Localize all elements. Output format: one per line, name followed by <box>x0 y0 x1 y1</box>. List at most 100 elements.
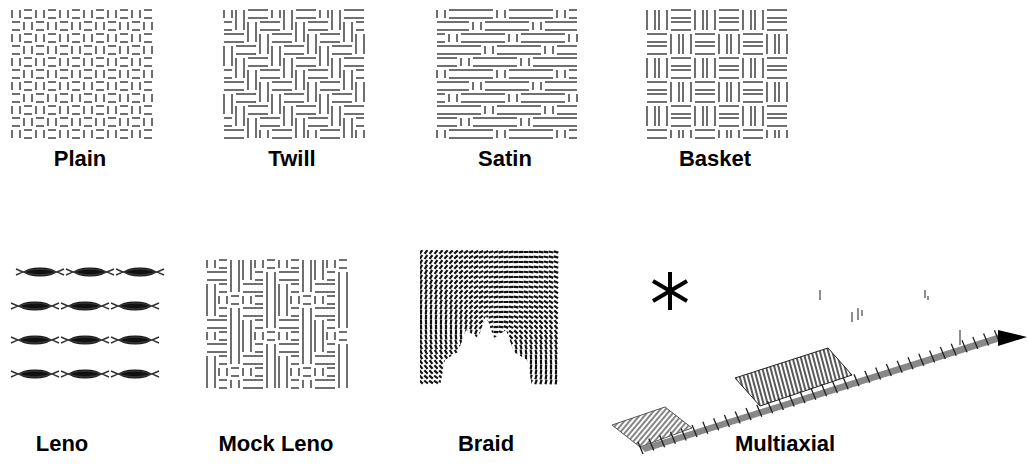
yarn-segment <box>214 366 215 378</box>
yarn-segment <box>767 113 777 114</box>
yarn-segment <box>702 116 703 126</box>
yarn-segment <box>695 53 705 54</box>
braid-yarn <box>499 256 504 257</box>
braid-yarn <box>525 340 527 344</box>
yarn-segment <box>495 125 507 126</box>
braid-yarn <box>545 350 546 355</box>
yarn-segment <box>282 89 292 90</box>
yarn-segment <box>681 113 691 114</box>
yarn-segment <box>238 354 239 364</box>
yarn-segment <box>777 29 787 30</box>
yarn-segment <box>315 379 325 380</box>
braid-yarn <box>520 340 522 344</box>
yarn-segment <box>767 57 777 58</box>
yarn-segment <box>330 33 340 34</box>
yarn-segment <box>303 80 304 90</box>
yarn-segment <box>83 34 84 42</box>
yarn-segment <box>531 77 543 78</box>
yarn-segment <box>483 125 495 126</box>
braid-yarn <box>545 330 548 334</box>
yarn-segment <box>682 130 683 138</box>
yarn-segment <box>339 259 347 260</box>
braid-yarn <box>430 355 433 359</box>
braid-yarn <box>530 355 533 360</box>
yarn-segment <box>243 363 253 364</box>
braid-yarn <box>425 355 428 359</box>
yarn-segment <box>459 69 471 70</box>
yarn-segment <box>320 137 330 138</box>
yarn-segment <box>91 58 92 66</box>
braid-yarn <box>455 340 456 345</box>
yarn-segment <box>319 104 320 114</box>
yarn-segment <box>279 319 289 320</box>
braid-yarn <box>554 281 558 283</box>
braid-yarn <box>504 271 509 274</box>
braid-yarn <box>509 251 514 254</box>
yarn-segment <box>224 81 234 82</box>
yarn-segment <box>447 21 459 22</box>
yarn-segment <box>72 129 80 130</box>
yarn-segment <box>447 117 457 118</box>
yarn-segment <box>531 105 541 106</box>
yarn-segment <box>238 330 239 342</box>
yarn-segment <box>258 17 268 18</box>
yarn-segment <box>543 65 555 66</box>
yarn-segment <box>346 378 347 388</box>
yarn-segment <box>516 94 517 102</box>
braid-yarn <box>520 335 523 339</box>
braid-yarn <box>420 315 422 320</box>
yarn-segment <box>726 92 727 102</box>
braid-yarn <box>534 270 539 273</box>
braid-yarn <box>489 301 494 303</box>
yarn-segment <box>262 260 263 268</box>
braid-yarn <box>445 270 448 274</box>
braid-yarn <box>529 256 534 259</box>
yarn-segment <box>555 101 565 102</box>
yarn-segment <box>238 270 239 282</box>
yarn-segment <box>343 80 344 90</box>
yarn-segment <box>447 65 457 66</box>
braid-yarn <box>454 270 457 273</box>
yarn-segment <box>521 93 531 94</box>
yarn-segment <box>738 34 739 44</box>
braid-yarn <box>440 320 443 325</box>
yarn-segment <box>274 354 275 366</box>
braid-yarn <box>475 325 477 329</box>
yarn-segment <box>471 41 483 42</box>
braid-yarn <box>430 295 432 300</box>
yarn-segment <box>283 58 284 68</box>
yarn-segment <box>223 10 224 18</box>
braid-yarn <box>550 335 552 339</box>
braid-yarn <box>554 315 557 318</box>
yarn-segment <box>271 46 272 56</box>
weave-grid <box>12 10 152 138</box>
yarn-segment <box>754 20 755 30</box>
yarn-segment <box>219 315 227 316</box>
yarn-segment <box>695 33 705 34</box>
braid-yarn <box>524 266 529 269</box>
yarn-segment <box>331 106 332 116</box>
yarn-segment <box>231 295 239 296</box>
braid-yarn <box>519 316 523 318</box>
yarn-segment <box>72 81 80 82</box>
yarn-segment <box>306 113 316 114</box>
braid-yarn <box>450 290 453 294</box>
braid-yarn <box>514 316 518 318</box>
yarn-segment <box>719 69 729 70</box>
yarn-segment <box>719 17 729 18</box>
braid-yarn <box>440 330 443 335</box>
yarn-segment <box>702 20 703 30</box>
yarn-segment <box>274 272 275 282</box>
yarn-segment <box>243 68 244 78</box>
braid-yarn <box>435 255 438 259</box>
yarn-segment <box>459 9 471 10</box>
yarn-segment <box>556 10 557 18</box>
yarn-segment <box>495 93 505 94</box>
yarn-segment <box>681 29 691 30</box>
braid-yarn <box>449 260 452 263</box>
yarn-segment <box>777 21 787 22</box>
yarn-segment <box>260 77 270 78</box>
braid-yarn <box>474 300 478 303</box>
